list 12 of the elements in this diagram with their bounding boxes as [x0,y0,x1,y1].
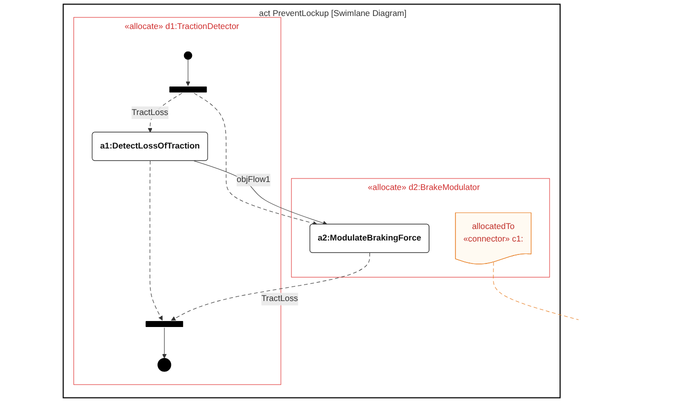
arrow [162,327,166,358]
arrow [194,92,318,226]
node-circle [184,51,192,60]
edge-label: objFlow1 [236,175,270,184]
arrow [149,160,162,321]
edge-label: TractLoss [261,294,298,304]
edge-label: TractLoss [131,108,168,117]
node-circle [157,358,172,372]
connector [492,262,579,320]
arrow [186,59,190,86]
arrow [170,252,370,321]
arrow [193,160,328,226]
